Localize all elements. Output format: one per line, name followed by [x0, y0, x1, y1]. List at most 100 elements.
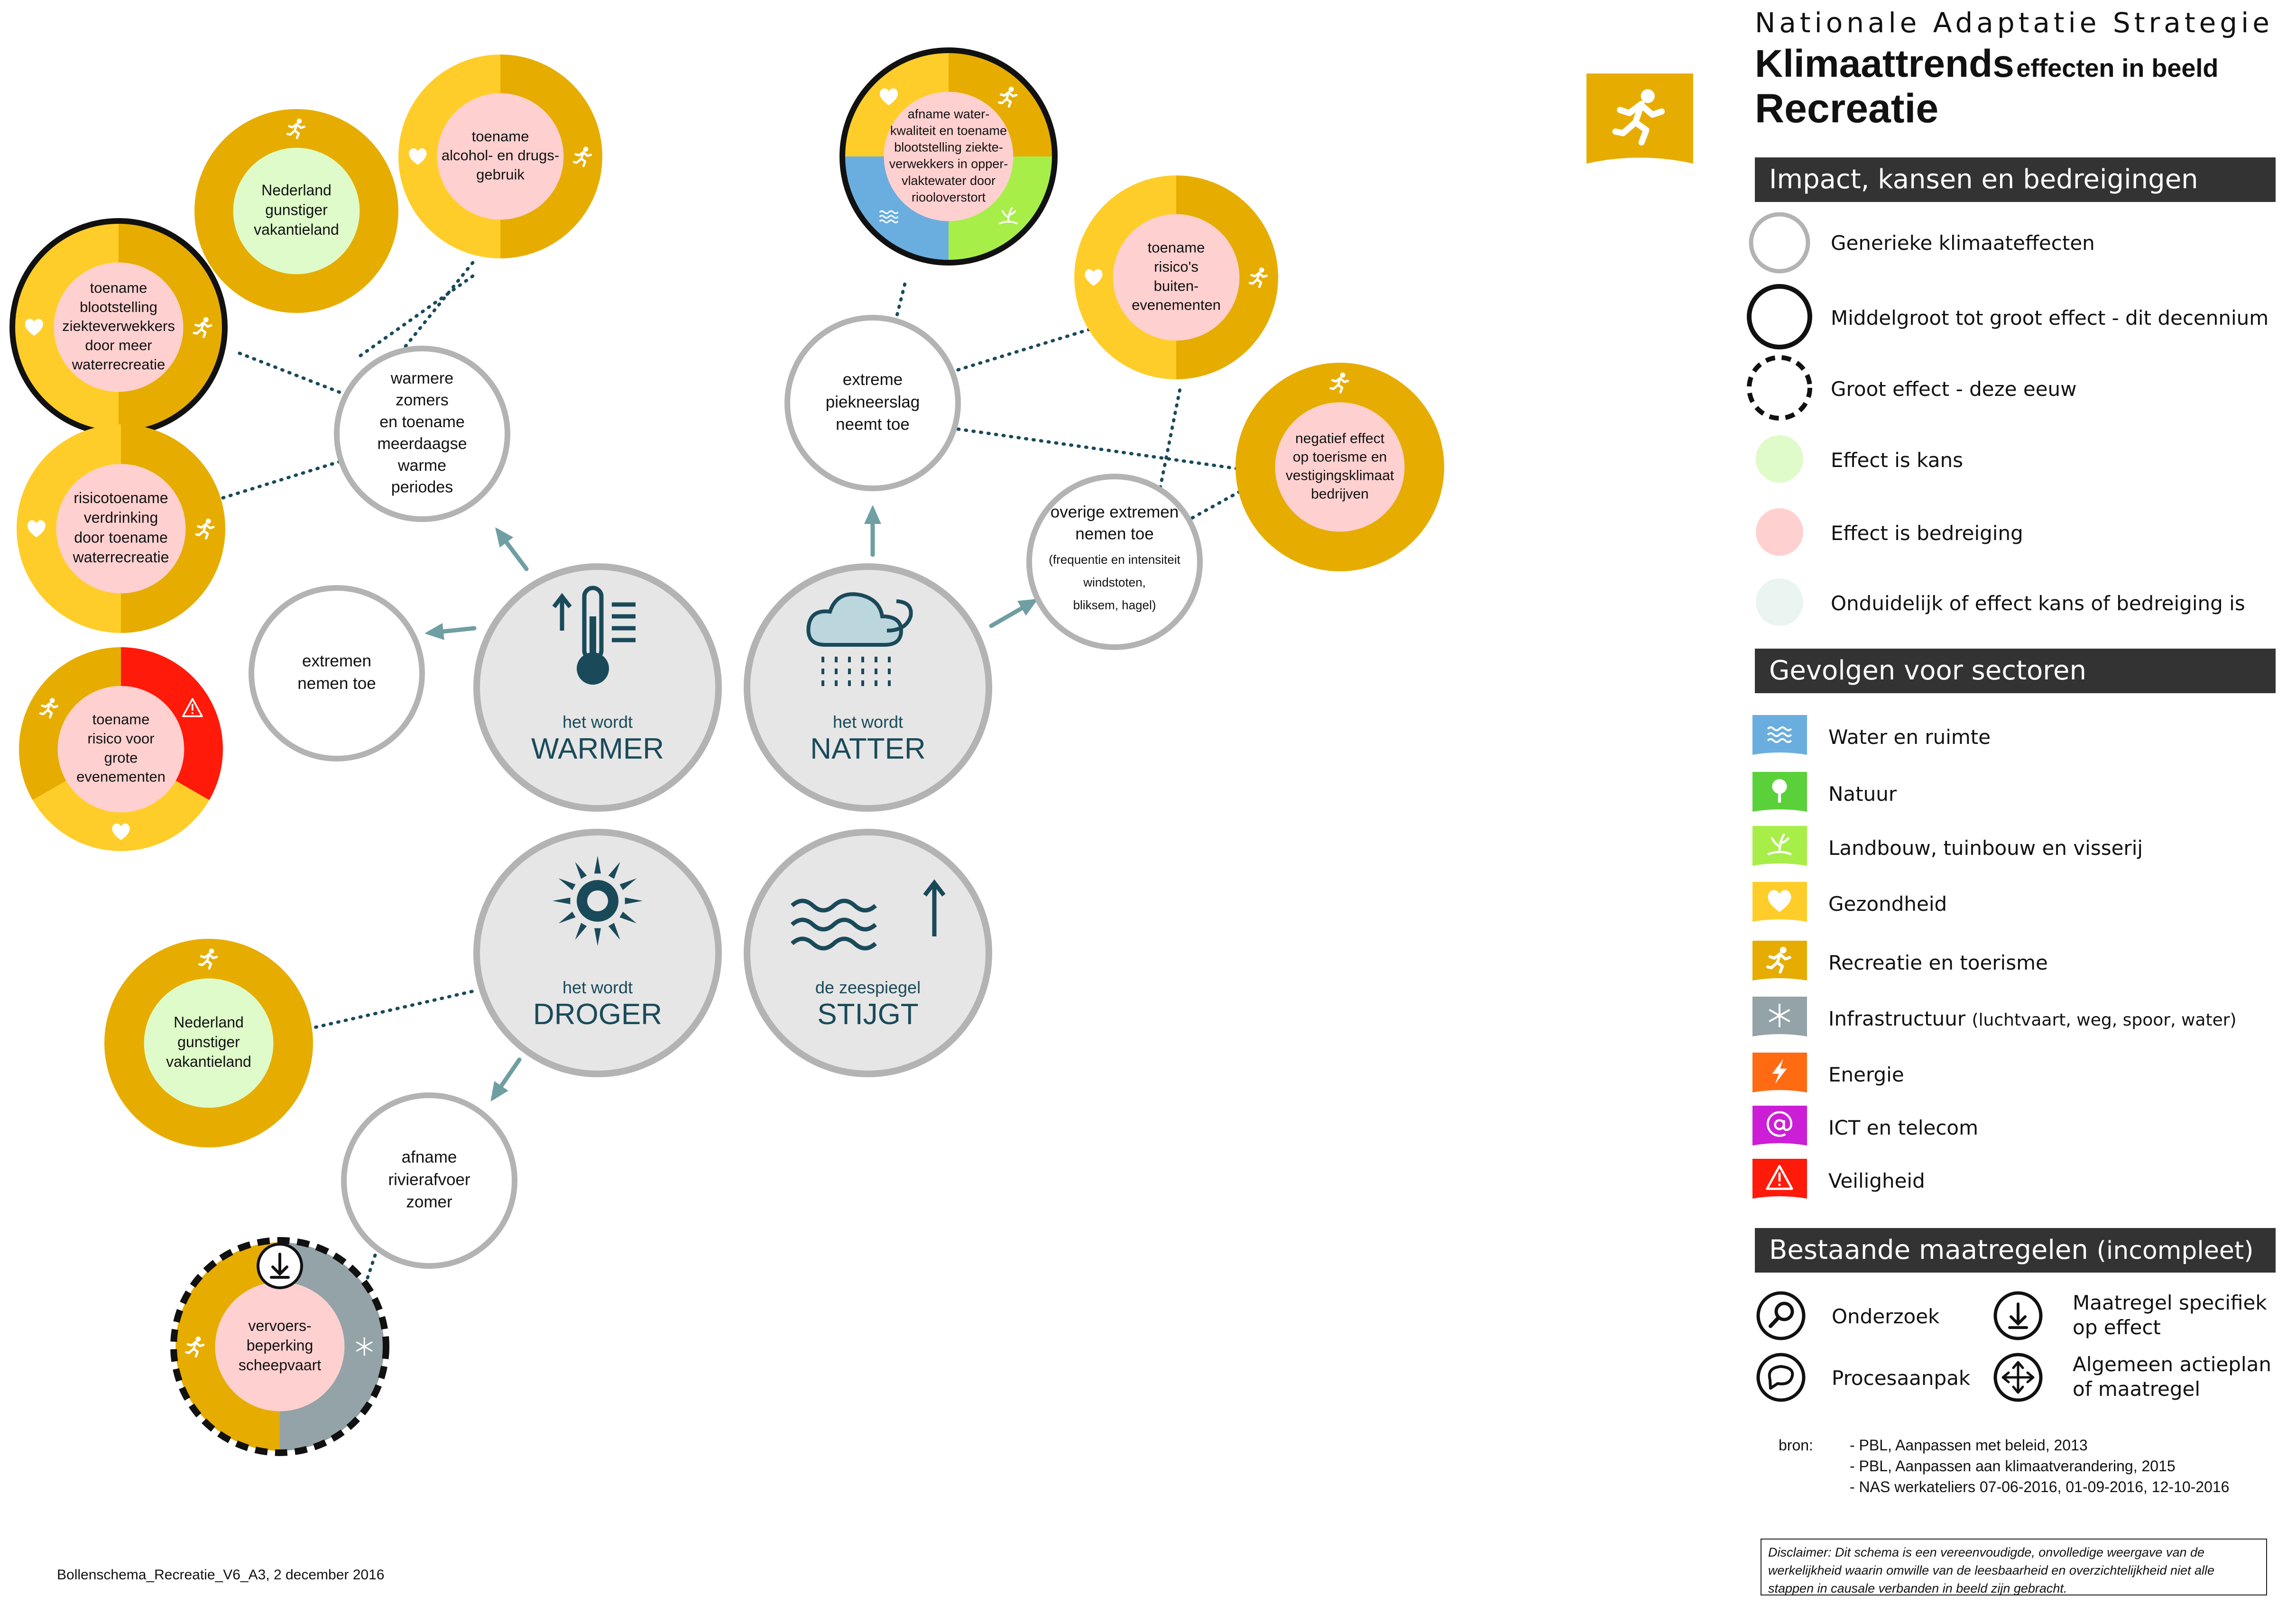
rain-cloud-icon — [806, 592, 913, 686]
down-arrow-frame — [1993, 1291, 2043, 1340]
trend-circle — [473, 829, 722, 1077]
legend-sector-energie: Energie — [1828, 1063, 1904, 1086]
impact-text-line: op toerisme en — [1293, 449, 1387, 465]
impact-text-line: verwekkers in opper- — [889, 157, 1008, 171]
magnifier-handle — [1769, 1316, 1780, 1328]
rain-cloud-front — [806, 592, 904, 647]
legend-bedreiging-circle — [1756, 508, 1803, 556]
impact-border-medium — [839, 47, 1058, 266]
impact-text-line: vakantieland — [166, 1053, 251, 1070]
sun-ray — [619, 878, 637, 890]
legend-tile-gezondheid — [1752, 882, 1807, 922]
source-item-3: - NAS werkateliers 07-06-2016, 01-09-201… — [1850, 1478, 2230, 1495]
impact-text-line: waterrecreatie — [73, 549, 169, 566]
impact-text-line: scheepvaart — [239, 1357, 321, 1374]
source-item-1: - PBL, Aanpassen met beleid, 2013 — [1850, 1437, 2088, 1454]
generic-circle — [784, 315, 961, 491]
header-subtitle: Nationale Adaptatie Strategie — [1755, 7, 2273, 39]
impact-text-line: evenementen — [1132, 297, 1221, 313]
impact-core-bedreiging — [437, 93, 564, 220]
impact-text-line: blootstelling ziekte- — [894, 140, 1003, 155]
sun-ray — [558, 878, 576, 890]
impact-text-line: gunstiger — [177, 1033, 240, 1050]
legend-impact-bedreiging: Effect is bedreiging — [1831, 522, 2023, 545]
impact-core-bedreiging — [1275, 402, 1405, 532]
impact-text-line: toename — [1148, 239, 1205, 256]
sun-center — [587, 890, 608, 911]
sun-ray — [575, 862, 587, 879]
trend-arrows — [424, 505, 1038, 1102]
sun-ray — [594, 928, 601, 946]
impact-text-line: kwaliteit en toename — [890, 123, 1007, 137]
generic-text-line: warmere — [390, 369, 453, 387]
trend-arrow-head — [490, 1081, 508, 1102]
impact-text-line: Nederland — [261, 182, 332, 199]
impact-core-bedreiging — [1113, 214, 1240, 341]
generic-text-detail-line: (frequentie en intensiteit — [1049, 552, 1180, 567]
legend-measures-title-suffix: (incompleet) — [2096, 1237, 2254, 1265]
generic-text-line: piekneerslag — [826, 393, 920, 411]
sun-ray — [625, 898, 643, 904]
legend-measure-specifiek: Maatregel specifiek op effect — [2073, 1291, 2267, 1340]
impact-text-line: gebruik — [476, 166, 525, 183]
generic-text-line: zomers — [396, 391, 448, 409]
thermometer-up-arrow — [552, 593, 572, 631]
legend-tile-energie — [1752, 1053, 1807, 1092]
impact-text-line: toename — [472, 128, 529, 145]
legend-tile-veiligheid — [1752, 1159, 1807, 1199]
legend-sector-ict: ICT en telecom — [1828, 1116, 1979, 1139]
thermometer-fill — [590, 616, 596, 664]
impact-ziekteverwekkers: toenameblootstellingziekteverwekkersdoor… — [9, 218, 228, 436]
speech-bubble-icon — [1756, 1353, 1806, 1402]
move-arrows-glyph — [2001, 1361, 2035, 1394]
trend-pre-text: het wordt — [833, 712, 903, 732]
generic-circle — [334, 346, 510, 522]
legend-impact-medium: Middelgroot tot groot effect - dit decen… — [1831, 306, 2269, 330]
impact-text-line: door toename — [74, 529, 167, 546]
generic-text-line: extremen — [302, 652, 371, 670]
trend-arrow-head — [495, 527, 514, 548]
impact-text-line: negatief effect — [1295, 431, 1385, 446]
impact-text-line: gunstiger — [265, 201, 328, 218]
legend-measure-actieplan-line2: of maatregel — [2073, 1377, 2201, 1401]
impact-text-line: blootstelling — [80, 299, 157, 315]
impact-text-line: buiten- — [1154, 277, 1199, 294]
impact-text-line: risicotoename — [74, 489, 168, 506]
legend-impact-large: Groot effect - deze eeuw — [1831, 377, 2077, 401]
generic-text-detail-line: bliksem, hagel) — [1073, 598, 1156, 612]
generic-text-line: zomer — [406, 1193, 452, 1211]
impact-text-line: toename — [92, 711, 150, 728]
impact-core-bedreiging — [57, 686, 184, 813]
trend-word: STIJGT — [817, 998, 919, 1031]
wave-line — [790, 898, 877, 913]
connector-line — [306, 989, 476, 1031]
trend-arrow-head — [1017, 598, 1038, 616]
impact-text-line: toename — [90, 280, 148, 296]
trend-word: DROGER — [533, 998, 662, 1031]
header-title: Klimaattrends effecten in beeld — [1755, 42, 2218, 86]
legend-impact-title: Impact, kansen en bedreigingen — [1755, 157, 2276, 202]
connector-line — [1184, 472, 1273, 523]
sun-ray — [553, 898, 571, 904]
footer-filename: Bollenschema_Recreatie_V6_A3, 2 december… — [57, 1567, 385, 1583]
down-arrow-icon-glyph — [270, 1253, 290, 1279]
legend-sector-gezondheid: Gezondheid — [1828, 892, 1947, 916]
trend-pre-text: het wordt — [562, 712, 633, 732]
generic-circle — [1026, 474, 1203, 650]
legend-kans-circle — [1756, 435, 1803, 483]
generic-text-line: neemt toe — [836, 415, 910, 434]
legend-measure-procesaanpak: Procesaanpak — [1832, 1366, 1971, 1390]
connector-line — [1155, 382, 1183, 504]
sun-ray — [608, 862, 620, 879]
generic-text-detail-line: windstoten, — [1083, 575, 1146, 589]
